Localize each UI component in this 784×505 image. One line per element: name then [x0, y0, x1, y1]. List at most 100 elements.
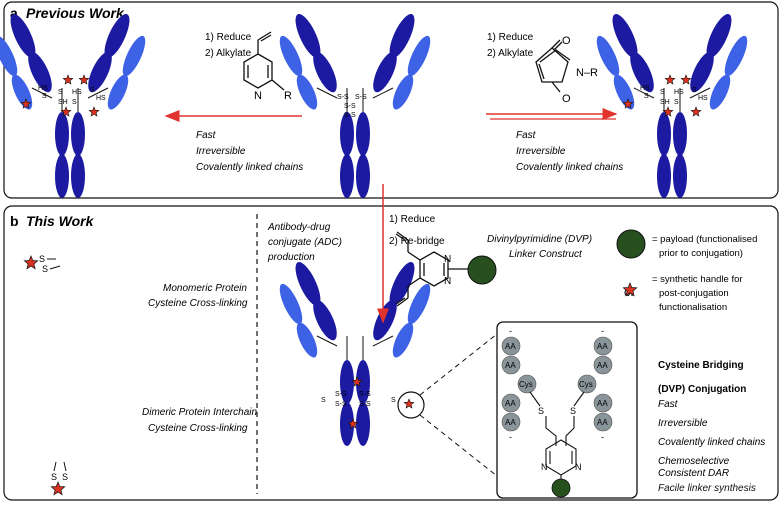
- light-chain-domain: [296, 74, 318, 110]
- fc-domain: [356, 112, 370, 156]
- fc-domain: [55, 154, 69, 198]
- residue-label: AA: [505, 342, 516, 351]
- payload-star: [88, 106, 100, 117]
- hinge-bond: [316, 335, 338, 347]
- thiol-label: HS: [674, 89, 684, 96]
- panel-b-letter: b: [10, 213, 19, 229]
- cysteine-label: Cys: [579, 380, 593, 389]
- heavy-chain-domain: [630, 51, 654, 93]
- pyrimidine-nitrogen: N: [541, 462, 548, 472]
- dvp-nitrogen-1: N: [444, 254, 451, 265]
- adc-label-2: conjugate (ADC): [268, 237, 342, 248]
- amino-acid-residue: [593, 336, 613, 356]
- thiol-label: HS: [96, 95, 106, 102]
- legend-handle-1: = synthetic handle for: [652, 274, 743, 285]
- fc-domain: [657, 154, 671, 198]
- linker-label-1: Divinylpyrimidine (DVP): [487, 234, 592, 245]
- sulfur-label: S: [321, 397, 326, 404]
- fc-domain: [340, 360, 354, 404]
- payload-star: [622, 98, 634, 109]
- light-chain-domain: [724, 35, 748, 77]
- center-step-1: 1) Reduce: [389, 214, 436, 225]
- bridge-bond: [545, 416, 557, 446]
- light-chain-domain: [596, 35, 620, 77]
- legend-payload-1: = payload (functionalised: [652, 234, 757, 245]
- hinge-bond: [372, 87, 394, 99]
- dimeric-crosslink-icon: S S: [50, 461, 68, 496]
- payload-star: [78, 74, 90, 85]
- pyrimidine-nitrogen: N: [575, 462, 582, 472]
- hinge-bond: [372, 335, 394, 347]
- thiol-label: HS: [38, 85, 48, 92]
- chain-terminus-dash: -: [601, 326, 604, 336]
- payload-star: [60, 106, 72, 117]
- payload-star: [664, 74, 676, 85]
- thiol-label: HS: [698, 95, 708, 102]
- fc-domain: [340, 112, 354, 156]
- right-step-2: 2) Alkylate: [487, 48, 534, 59]
- fc-domain: [55, 112, 69, 156]
- bridging-property-3: Covalently linked chains: [658, 437, 765, 448]
- dvp-nitrogen-2: N: [444, 276, 451, 287]
- hinge-bond: [87, 87, 109, 99]
- heavy-chain-domain: [88, 51, 112, 93]
- bridge-sulfur: S: [538, 406, 544, 416]
- chain-terminus-dash: -: [509, 432, 512, 442]
- legend-payload-circle: [616, 229, 646, 259]
- fc-domain: [340, 402, 354, 446]
- maleimide-structure: [535, 39, 569, 93]
- bridge-bond: [529, 391, 541, 407]
- amino-acid-residue: [593, 355, 613, 375]
- bridging-property-1: Fast: [658, 399, 679, 410]
- disulfide-label: S-S: [344, 112, 356, 119]
- heavy-chain-domain: [28, 51, 52, 93]
- zoom-payload-circle: [551, 478, 571, 498]
- fc-domain: [71, 112, 85, 156]
- linker-label-2: Linker Construct: [509, 249, 583, 260]
- sulfur-label: S: [42, 93, 47, 100]
- hinge-bond: [689, 87, 711, 99]
- heavy-chain-domain: [313, 51, 337, 93]
- sulfur-label: S: [644, 93, 649, 100]
- light-chain-domain: [407, 35, 431, 77]
- thiol-label: HS: [72, 89, 82, 96]
- sulfur-label: S: [674, 99, 679, 106]
- cysteine-label: Cys: [519, 380, 533, 389]
- heavy-chain-domain: [295, 261, 321, 307]
- light-chain-domain: [709, 74, 731, 110]
- heavy-chain-domain: [313, 299, 337, 341]
- amino-acid-residue: [501, 336, 521, 356]
- fc-domain: [673, 154, 687, 198]
- disulfide-label: S-S: [359, 391, 371, 398]
- amino-acid-residue: [501, 393, 521, 413]
- cysteine-residue: [517, 374, 537, 394]
- bridge-sulfur: S: [570, 406, 576, 416]
- residue-label: AA: [505, 361, 516, 370]
- fc-domain: [356, 154, 370, 198]
- disulfide-label: S-S: [359, 401, 371, 408]
- bridging-property-6: Facile linker synthesis: [658, 483, 756, 494]
- zoom-guide-bottom: [419, 414, 498, 477]
- vinylpyridine-structure: [243, 31, 285, 91]
- right-property-3: Covalently linked chains: [516, 162, 623, 173]
- svg-text:S: S: [62, 472, 68, 482]
- monomeric-label-1: Monomeric Protein: [163, 283, 247, 294]
- maleimide-nitrogen: N–R: [576, 67, 598, 79]
- legend-star: [622, 282, 638, 297]
- heavy-chain-domain: [612, 13, 638, 59]
- left-property-1: Fast: [196, 130, 217, 141]
- light-chain-domain: [11, 74, 33, 110]
- dvp-linker-structure: [395, 231, 468, 307]
- panel-b-frame: [3, 205, 779, 501]
- payload-star: [62, 74, 74, 85]
- residue-label: AA: [597, 342, 608, 351]
- zoom-source-circle: [397, 391, 425, 419]
- bridging-title-2: (DVP) Conjugation: [658, 384, 746, 395]
- amino-acid-residue: [593, 393, 613, 413]
- panel-a-title: Previous Work: [26, 5, 125, 21]
- residue-label: AA: [505, 399, 516, 408]
- disulfide-label: S-S: [335, 401, 347, 408]
- fc-domain: [657, 112, 671, 156]
